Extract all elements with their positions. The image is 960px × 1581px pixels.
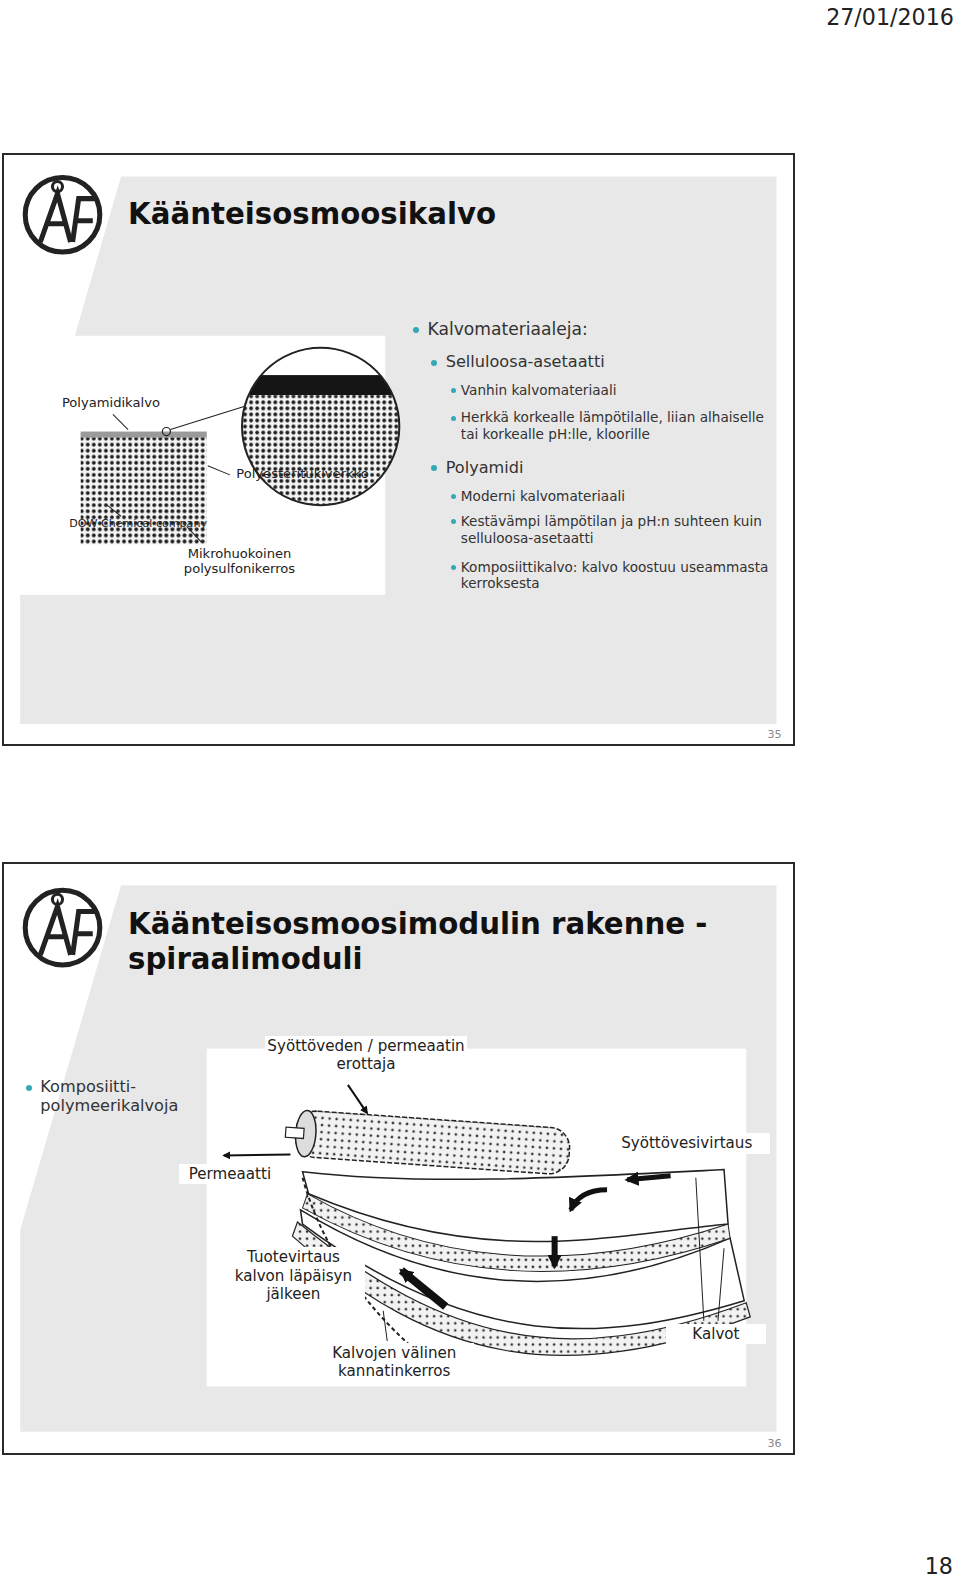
membrane-cross-section: [81, 343, 404, 545]
sub-bullet-text: Herkkä korkealle lämpötilalle, liian alh…: [461, 409, 769, 442]
membrane-cross-section-part: [242, 343, 403, 516]
spiral-module-part: [627, 1176, 670, 1180]
slide-number: 36: [741, 1437, 781, 1450]
bullet-marker: [431, 465, 437, 471]
bullet-text: Polyamidi: [446, 458, 769, 477]
bullet-text: Selluloosa-asetaatti: [446, 352, 769, 371]
spiral-module-part: [552, 1236, 558, 1266]
bullet-text: Kalvomateriaaleja:: [428, 319, 771, 340]
bullet-marker: [451, 494, 456, 499]
slide-two-ground: [20, 885, 776, 1431]
part-label: Polyesteritukiverkko: [227, 466, 378, 482]
source-note: DOW Chemical company: [63, 517, 214, 530]
membrane-cross-section-part: [208, 466, 230, 475]
page-number: 18: [908, 1553, 953, 1580]
spiral-module-part: [224, 1154, 291, 1155]
part-label: Tuotevirtaus kalvon läpäisyn jälkeen: [222, 1247, 365, 1303]
membrane-cross-section-part: [113, 414, 128, 429]
spiral-module-part: [303, 1170, 729, 1242]
bullet-marker: [451, 416, 456, 421]
slide-two-ground-part: [20, 885, 776, 1431]
slide-one-ground: [18, 176, 776, 724]
spiral-module-part: [285, 1127, 304, 1138]
part-label: Syöttövesivirtaus: [603, 1133, 770, 1153]
bullet-marker: [451, 388, 456, 393]
slide-number: 35: [741, 728, 781, 741]
membrane-cross-section-part: [162, 428, 170, 436]
membrane-cross-section-part: [242, 348, 399, 505]
slide-one-ground-part: [25, 177, 100, 252]
membrane-cross-section-part: [242, 395, 403, 516]
spiral-module-part: [696, 1178, 704, 1321]
slide-title: Käänteisosmoosimodulin rakenne - spiraal…: [128, 907, 733, 977]
slide-two-ground-part: [25, 890, 100, 965]
spiral-module-part: [571, 1190, 607, 1210]
spiral-module-part: [383, 1311, 387, 1341]
spiral-module-part: [348, 1085, 367, 1113]
sub-bullet-text: Moderni kalvomateriaali: [461, 488, 769, 504]
bullet-marker: [413, 327, 419, 333]
slide-one-ground-part: [20, 176, 776, 724]
part-label: Polyamidikalvo: [40, 395, 181, 411]
bullet-marker: [451, 519, 456, 524]
spiral-module-part: [294, 1110, 571, 1175]
sub-bullet-text: Kestävämpi lämpötilan ja pH:n suhteen ku…: [461, 513, 769, 546]
part-label: Kalvot: [666, 1324, 767, 1344]
spiral-module-part: [284, 1109, 571, 1175]
slide-title: Käänteisosmoosikalvo: [128, 197, 753, 232]
page-date: 27/01/2016: [803, 4, 954, 31]
membrane-cross-section-part: [242, 375, 403, 395]
bullet-marker: [451, 565, 456, 570]
sub-bullet-text: Vanhin kalvomateriaali: [461, 382, 769, 398]
slide-frame: KäänteisosmoosikalvoKalvomateriaaleja: Se…: [2, 153, 795, 746]
membrane-cross-section-part: [106, 504, 121, 516]
part-label: Mikrohuokoinen polysulfonikerros: [166, 546, 312, 577]
membrane-cross-section-part: [81, 432, 207, 438]
bullet-marker: [431, 360, 437, 366]
bullet-marker: [26, 1085, 32, 1091]
spiral-module-part: [718, 1248, 724, 1321]
sub-bullet-text: Komposiittikalvo: kalvo koostuu useammas…: [461, 559, 769, 592]
spiral-module: [224, 1085, 750, 1357]
part-label: Permeaatti: [179, 1164, 280, 1184]
bullet-text: Komposiitti- polymeerikalvoja: [40, 1077, 206, 1116]
membrane-cross-section-part: [170, 405, 248, 429]
part-label: Kalvojen välinen kannatinkerros: [315, 1343, 474, 1381]
part-label: Syöttöveden / permeaatin erottaja: [265, 1036, 467, 1074]
spiral-module-part: [401, 1270, 445, 1306]
